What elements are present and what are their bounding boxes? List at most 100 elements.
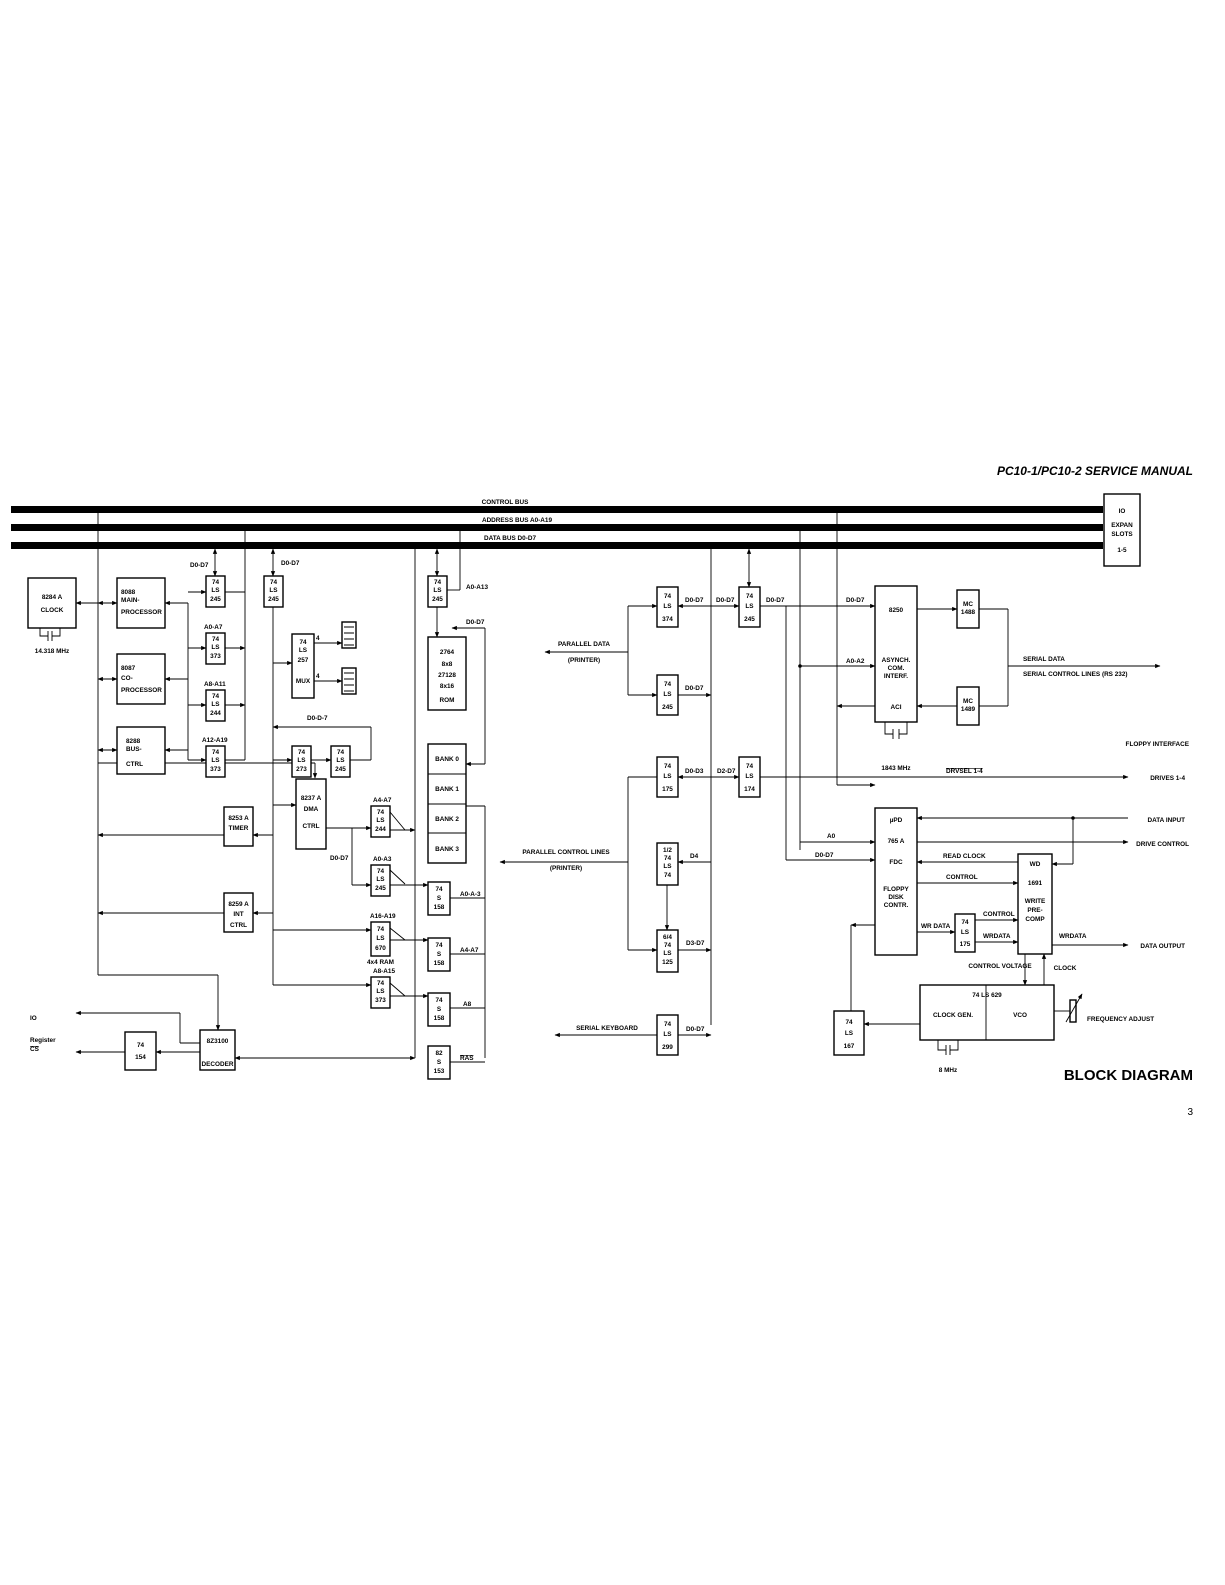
svg-text:CS: CS: [30, 1046, 40, 1053]
svg-text:LS: LS: [745, 773, 754, 780]
svg-text:245: 245: [335, 766, 346, 773]
svg-text:74: 74: [212, 636, 220, 643]
svg-text:373: 373: [210, 653, 221, 660]
svg-text:LS: LS: [269, 587, 278, 594]
svg-text:74: 74: [434, 579, 442, 586]
svg-text:IO: IO: [1119, 508, 1126, 515]
svg-text:8284 A: 8284 A: [42, 594, 63, 601]
dma-8237: 8237 A DMA CTRL: [295, 778, 327, 850]
svg-text:SERIAL KEYBOARD: SERIAL KEYBOARD: [576, 1025, 638, 1032]
svg-text:74: 74: [212, 579, 220, 586]
svg-text:74: 74: [435, 886, 443, 893]
uart-8250: 8250 ASYNCH. COM. INTERF. ACI: [874, 585, 918, 723]
dip-switch-icon: [341, 621, 357, 649]
svg-text:DRVSEL 1-4: DRVSEL 1-4: [946, 768, 983, 775]
svg-text:245: 245: [210, 596, 221, 603]
svg-text:DRIVES 1-4: DRIVES 1-4: [1150, 775, 1185, 782]
buffer-74ls245-e: 74 LS 245: [330, 745, 351, 778]
svg-text:D0-D7: D0-D7: [190, 562, 209, 569]
svg-text:2764: 2764: [440, 649, 455, 656]
svg-text:74: 74: [299, 639, 307, 646]
address-bus: [11, 524, 1103, 531]
svg-text:DMA: DMA: [304, 806, 319, 813]
svg-text:74: 74: [435, 997, 443, 1004]
svg-text:A8-A15: A8-A15: [373, 968, 395, 975]
svg-text:COMP: COMP: [1025, 916, 1045, 923]
svg-text:LS: LS: [663, 950, 672, 957]
svg-text:D0-D7: D0-D7: [716, 597, 735, 604]
timer-8253: 8253 A TIMER: [223, 806, 254, 847]
svg-text:273: 273: [296, 766, 307, 773]
svg-text:CLOCK: CLOCK: [41, 607, 64, 614]
svg-text:READ CLOCK: READ CLOCK: [943, 853, 986, 860]
svg-text:167: 167: [844, 1043, 855, 1050]
svg-text:LS: LS: [297, 757, 306, 764]
buffer-74ls245-pp: 74 LS 245: [656, 674, 679, 716]
driver-74ls244-b: 74 LS 244: [370, 805, 391, 838]
svg-text:WRITE: WRITE: [1025, 898, 1046, 905]
svg-text:8253 A: 8253 A: [228, 815, 249, 822]
svg-text:MAIN-: MAIN-: [121, 597, 139, 604]
svg-text:CLOCK GEN.: CLOCK GEN.: [933, 1012, 973, 1019]
svg-text:LS: LS: [211, 587, 220, 594]
svg-text:LS: LS: [336, 757, 345, 764]
svg-text:SLOTS: SLOTS: [1111, 531, 1133, 538]
svg-text:TIMER: TIMER: [229, 825, 249, 832]
svg-text:LS: LS: [845, 1030, 854, 1037]
svg-text:74: 74: [137, 1042, 145, 1049]
svg-text:Register: Register: [30, 1037, 56, 1044]
control-bus: [11, 506, 1103, 513]
svg-text:D4: D4: [690, 853, 699, 860]
data-bus: [11, 542, 1103, 549]
svg-text:WD: WD: [1030, 861, 1041, 868]
svg-text:74: 74: [664, 1021, 672, 1028]
svg-text:LS: LS: [211, 644, 220, 651]
svg-text:LS: LS: [211, 757, 220, 764]
svg-text:4: 4: [316, 673, 320, 680]
svg-text:8x8: 8x8: [442, 661, 453, 668]
svg-text:(PRINTER): (PRINTER): [568, 657, 600, 664]
svg-text:WR DATA: WR DATA: [921, 923, 951, 930]
svg-text:MC: MC: [963, 698, 973, 705]
svg-text:4x4 RAM: 4x4 RAM: [367, 959, 394, 966]
svg-text:LS: LS: [663, 603, 672, 610]
svg-text:D0-D7: D0-D7: [766, 597, 785, 604]
svg-text:DATA INPUT: DATA INPUT: [1147, 817, 1185, 824]
svg-text:6/4: 6/4: [663, 934, 672, 941]
svg-text:CONTROL: CONTROL: [946, 874, 978, 881]
buffer-74ls245-cpu: 74 LS 245: [205, 575, 226, 608]
svg-text:74: 74: [664, 855, 672, 862]
svg-text:74: 74: [377, 926, 385, 933]
svg-text:D3-D7: D3-D7: [686, 940, 705, 947]
svg-text:LS: LS: [376, 876, 385, 883]
svg-text:74 LS 629: 74 LS 629: [972, 992, 1002, 999]
svg-text:245: 245: [268, 596, 279, 603]
svg-text:A0-A3: A0-A3: [373, 856, 392, 863]
mux-74s158-b: 74 S 158: [427, 937, 451, 972]
svg-text:BUS-: BUS-: [126, 746, 142, 753]
svg-text:LS: LS: [211, 701, 220, 708]
buffer-74ls245-f: 74 LS 245: [370, 864, 391, 897]
register-74ls670: 74 LS 670: [370, 921, 391, 957]
svg-text:VCO: VCO: [1013, 1012, 1027, 1019]
receiver-mc1489: MC 1489: [956, 686, 980, 726]
svg-text:158: 158: [434, 1015, 445, 1022]
svg-text:74: 74: [664, 942, 672, 949]
svg-text:D0-D7: D0-D7: [466, 619, 485, 626]
svg-text:LS: LS: [745, 603, 754, 610]
buffer-74ls245-d: 74 LS 245: [263, 575, 284, 608]
svg-text:257: 257: [298, 657, 309, 664]
svg-text:BANK 1: BANK 1: [435, 786, 459, 793]
svg-text:(PRINTER): (PRINTER): [550, 865, 582, 872]
svg-text:MUX: MUX: [296, 678, 311, 685]
svg-text:245: 245: [744, 616, 755, 623]
svg-text:27128: 27128: [438, 672, 456, 679]
latch-74ls374: 74 LS 374: [656, 586, 679, 628]
svg-text:A0: A0: [827, 833, 836, 840]
svg-text:LS: LS: [376, 988, 385, 995]
decoder-74154: 74 154: [124, 1031, 157, 1071]
svg-text:A0-A7: A0-A7: [204, 624, 223, 631]
svg-text:WRDATA: WRDATA: [983, 933, 1011, 940]
svg-text:ACI: ACI: [890, 704, 901, 711]
